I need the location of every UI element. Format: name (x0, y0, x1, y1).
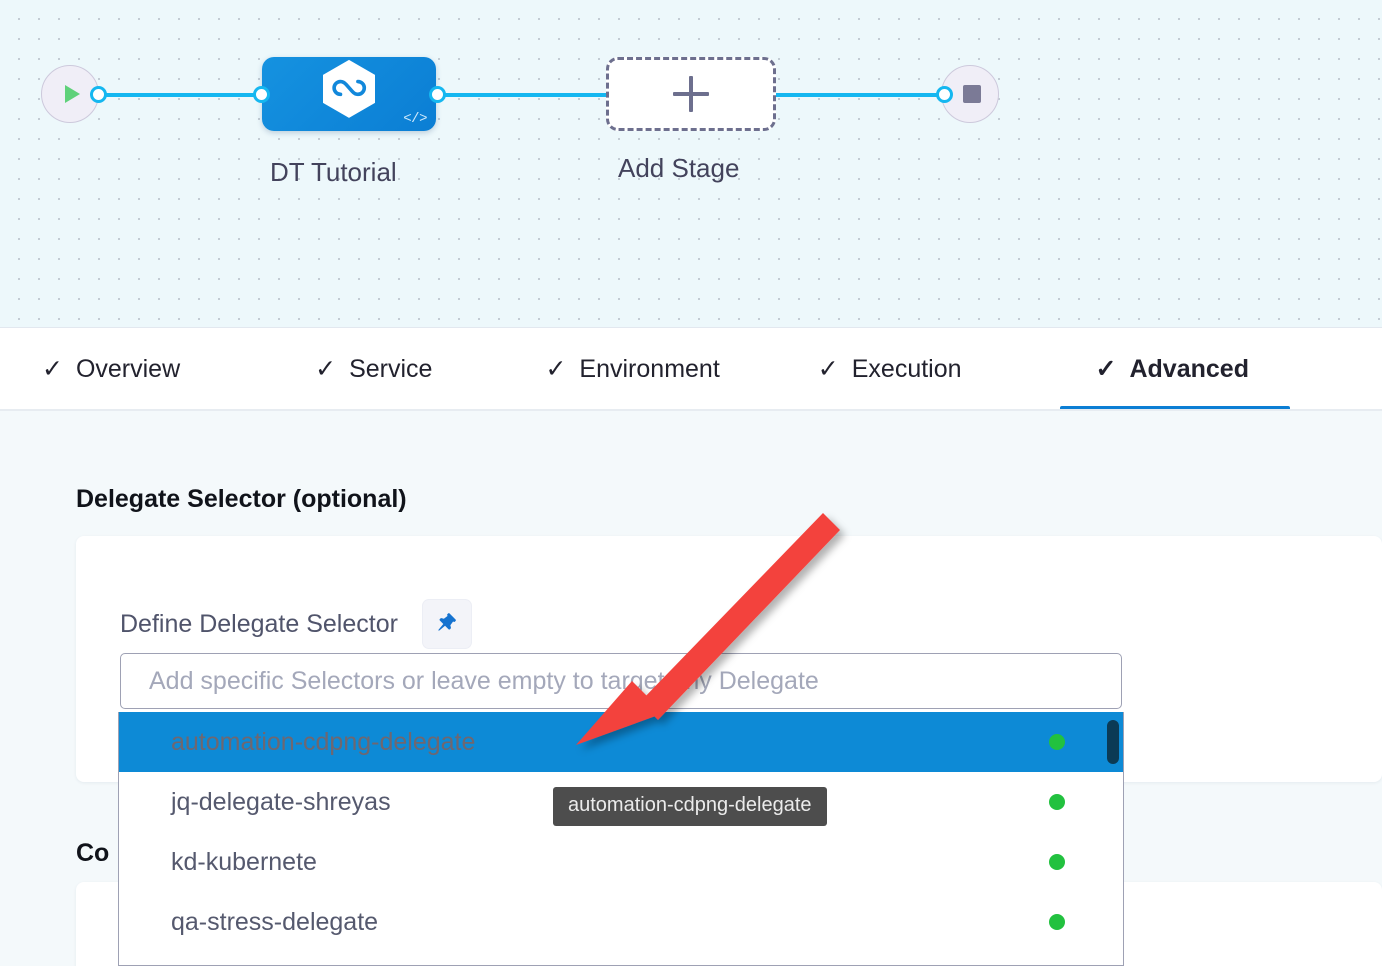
connector-stage-to-add (436, 93, 626, 97)
stage-node-output-port[interactable] (429, 86, 446, 103)
tab-advanced-label: Advanced (1129, 355, 1249, 383)
second-section-title: Co (76, 839, 110, 867)
check-icon: ✓ (42, 355, 63, 383)
dropdown-option-label: kd-kubernete (171, 847, 317, 876)
pushpin-icon[interactable] (421, 599, 472, 649)
stage-node-label: DT Tutorial (270, 157, 397, 187)
stage-config-tabbar: ✓ Overview ✓ Service ✓ Environment ✓ Exe… (0, 328, 1382, 411)
tab-environment[interactable]: ✓ Environment (541, 328, 723, 411)
check-icon: ✓ (545, 355, 567, 383)
code-icon: </> (403, 111, 427, 127)
delegate-status-dot (1049, 914, 1065, 930)
tab-service-label: Service (349, 355, 433, 383)
start-node-output-port[interactable] (90, 86, 107, 103)
delegate-selector-placeholder: Add specific Selectors or leave empty to… (149, 666, 819, 695)
check-icon: ✓ (817, 355, 839, 383)
tab-service[interactable]: ✓ Service (311, 328, 436, 411)
pipeline-start-node[interactable] (41, 65, 99, 123)
active-tab-indicator (1059, 406, 1290, 411)
dropdown-option-label: automation-cdpng-delegate (171, 727, 476, 756)
tab-advanced[interactable]: ✓ Advanced (1059, 328, 1290, 411)
dropdown-scrollbar-thumb[interactable] (1107, 720, 1119, 764)
stop-icon (963, 85, 981, 103)
plus-icon-vertical (689, 76, 693, 112)
define-delegate-selector-row: Define Delegate Selector (120, 599, 472, 649)
deployment-hexagon-icon (320, 58, 378, 125)
play-icon (64, 85, 80, 103)
dropdown-option-label: qa-stress-delegate (171, 907, 379, 936)
pipeline-canvas[interactable]: </> DT Tutorial Add Stage (0, 0, 1382, 328)
connector-start-to-stage (98, 93, 270, 97)
dropdown-option-kd-kubernete[interactable]: kd-kubernete (119, 832, 1123, 892)
dropdown-option-automation-cdpng-delegate[interactable]: automation-cdpng-delegate (119, 712, 1123, 772)
check-icon: ✓ (315, 355, 337, 383)
delegate-status-dot (1049, 794, 1065, 810)
check-icon: ✓ (1095, 355, 1117, 383)
tab-execution-label: Execution (851, 355, 962, 383)
connector-add-to-end (770, 93, 960, 97)
tab-overview[interactable]: ✓ Overview (38, 328, 184, 411)
add-stage-button[interactable] (606, 57, 776, 131)
delegate-name-tooltip: automation-cdpng-delegate (553, 787, 827, 826)
end-node-input-port[interactable] (936, 86, 953, 103)
delegate-status-dot (1049, 734, 1065, 750)
delegate-selector-section-title: Delegate Selector (optional) (76, 485, 407, 513)
delegate-selector-input[interactable]: Add specific Selectors or leave empty to… (120, 653, 1122, 709)
delegate-selector-dropdown[interactable]: automation-cdpng-delegate jq-delegate-sh… (118, 712, 1124, 966)
stage-node-dt-tutorial[interactable]: </> (262, 57, 436, 131)
canvas-divider (0, 327, 1382, 328)
stage-node-input-port[interactable] (253, 86, 270, 103)
tab-environment-label: Environment (579, 355, 720, 383)
dropdown-option-label: jq-delegate-shreyas (171, 787, 391, 816)
tab-execution[interactable]: ✓ Execution (814, 328, 966, 411)
dropdown-option-qa-stress-delegate[interactable]: qa-stress-delegate (119, 892, 1123, 952)
tab-overview-label: Overview (75, 355, 181, 383)
add-stage-label: Add Stage (618, 153, 740, 183)
tabbar-divider (0, 409, 1382, 411)
delegate-status-dot (1049, 854, 1065, 870)
define-delegate-selector-label: Define Delegate Selector (120, 609, 398, 638)
